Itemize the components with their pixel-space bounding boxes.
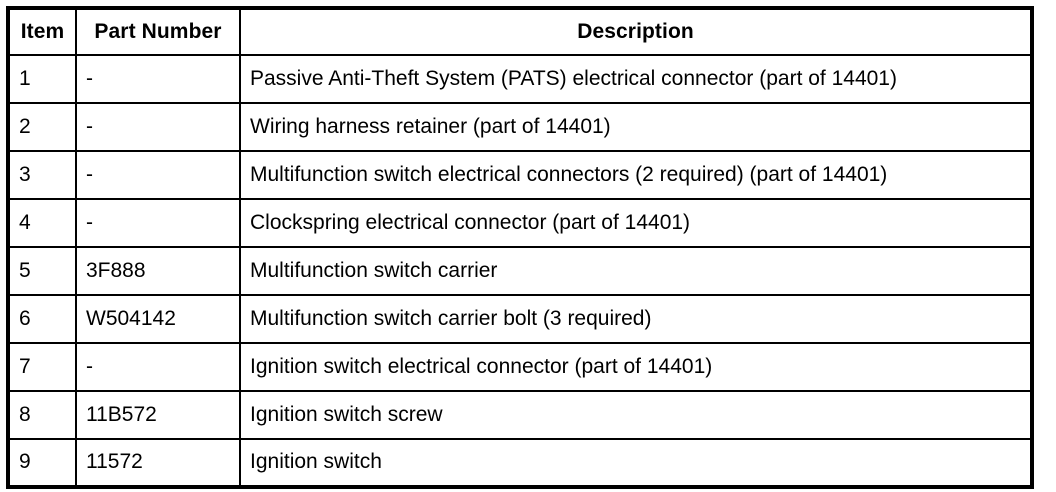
table-row: 7 - Ignition switch electrical connector… xyxy=(7,342,1033,392)
cell-item: 4 xyxy=(7,198,77,248)
cell-description: Multifunction switch carrier xyxy=(239,246,1033,296)
cell-item: 6 xyxy=(7,294,77,344)
table-row: 3 - Multifunction switch electrical conn… xyxy=(7,150,1033,200)
table-row: 8 11B572 Ignition switch screw xyxy=(7,390,1033,440)
cell-part-number: - xyxy=(75,198,241,248)
cell-description: Ignition switch xyxy=(239,438,1033,488)
cell-description: Wiring harness retainer (part of 14401) xyxy=(239,102,1033,152)
cell-part-number: 3F888 xyxy=(75,246,241,296)
cell-description: Clockspring electrical connector (part o… xyxy=(239,198,1033,248)
table-row: 9 11572 Ignition switch xyxy=(7,438,1033,488)
parts-table-container: Item Part Number Description 1 - Passive… xyxy=(6,6,1034,489)
cell-item: 1 xyxy=(7,54,77,104)
column-header-description: Description xyxy=(239,7,1033,56)
cell-part-number: - xyxy=(75,54,241,104)
table-row: 5 3F888 Multifunction switch carrier xyxy=(7,246,1033,296)
cell-part-number: - xyxy=(75,342,241,392)
cell-description: Passive Anti-Theft System (PATS) electri… xyxy=(239,54,1033,104)
table-row: 6 W504142 Multifunction switch carrier b… xyxy=(7,294,1033,344)
table-row: 4 - Clockspring electrical connector (pa… xyxy=(7,198,1033,248)
table-row: 1 - Passive Anti-Theft System (PATS) ele… xyxy=(7,54,1033,104)
column-header-item: Item xyxy=(7,7,77,56)
cell-item: 5 xyxy=(7,246,77,296)
cell-description: Multifunction switch electrical connecto… xyxy=(239,150,1033,200)
table-header: Item Part Number Description xyxy=(7,7,1033,56)
cell-part-number: - xyxy=(75,150,241,200)
cell-item: 9 xyxy=(7,438,77,488)
cell-description: Ignition switch electrical connector (pa… xyxy=(239,342,1033,392)
cell-description: Ignition switch screw xyxy=(239,390,1033,440)
cell-part-number: 11572 xyxy=(75,438,241,488)
cell-part-number: - xyxy=(75,102,241,152)
parts-table: Item Part Number Description 1 - Passive… xyxy=(6,6,1034,489)
cell-item: 8 xyxy=(7,390,77,440)
cell-item: 2 xyxy=(7,102,77,152)
table-row: 2 - Wiring harness retainer (part of 144… xyxy=(7,102,1033,152)
table-body: 1 - Passive Anti-Theft System (PATS) ele… xyxy=(7,54,1033,488)
cell-description: Multifunction switch carrier bolt (3 req… xyxy=(239,294,1033,344)
header-row: Item Part Number Description xyxy=(7,7,1033,56)
cell-item: 7 xyxy=(7,342,77,392)
cell-part-number: W504142 xyxy=(75,294,241,344)
cell-item: 3 xyxy=(7,150,77,200)
cell-part-number: 11B572 xyxy=(75,390,241,440)
column-header-part-number: Part Number xyxy=(75,7,241,56)
